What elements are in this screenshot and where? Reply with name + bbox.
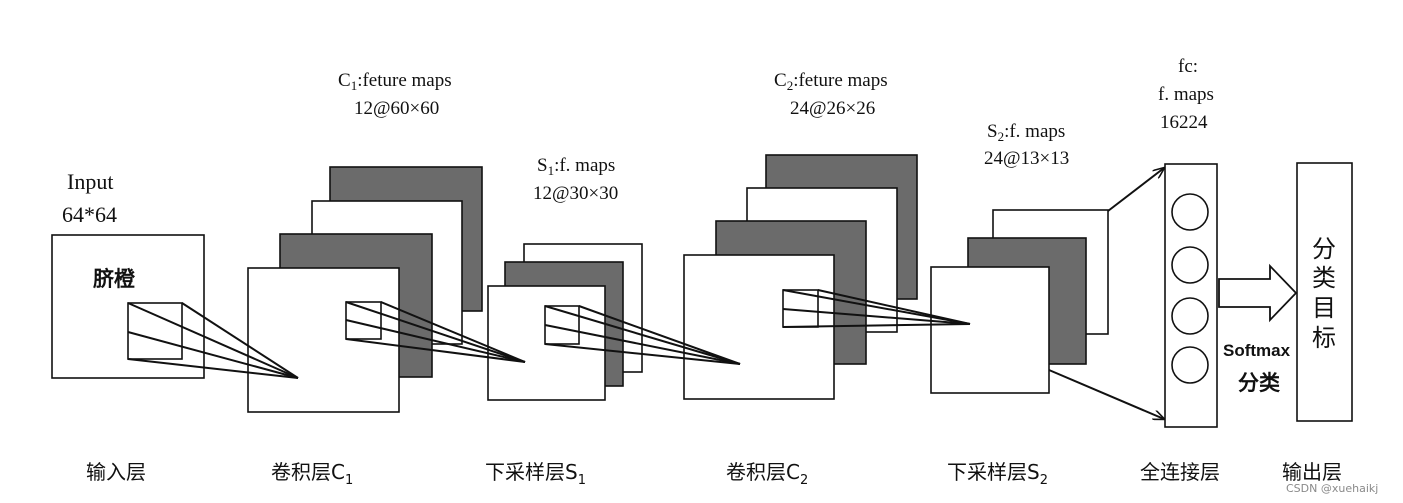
softmax-classify-label: 分类 xyxy=(1238,371,1281,395)
input-receptive-field xyxy=(127,302,183,360)
output-char-3: 目 xyxy=(1312,294,1336,322)
bottom-label-output-layer: 输出层 xyxy=(1282,460,1342,484)
s1-to-c2-projection xyxy=(544,305,741,365)
s2-map-1 xyxy=(930,266,1050,394)
fc-label-line3: 16224 xyxy=(1160,112,1208,133)
softmax-label: Softmax xyxy=(1223,341,1291,360)
output-target-box xyxy=(1296,162,1353,422)
c1-map-1 xyxy=(247,267,400,413)
output-char-2: 类 xyxy=(1312,264,1336,292)
c2-to-s2-projection xyxy=(782,289,971,328)
s1-map-1 xyxy=(487,285,606,401)
s2-to-fc-arrow-top xyxy=(1107,168,1164,212)
output-char-1: 分 xyxy=(1312,235,1336,263)
c2-label: C2:feture maps xyxy=(774,70,888,93)
bottom-label-fc-layer: 全连接层 xyxy=(1140,460,1220,484)
s1-dims: 12@30×30 xyxy=(533,183,618,204)
input-title: Input xyxy=(67,169,113,194)
s2-dims: 24@13×13 xyxy=(984,148,1069,169)
fc-label-line2: f. maps xyxy=(1158,84,1214,105)
fc-label-line1: fc: xyxy=(1178,56,1198,77)
s1-label: S1:f. maps xyxy=(537,155,615,178)
s2-to-fc-arrow-bottom xyxy=(1048,369,1164,419)
s2-label: S2:f. maps xyxy=(987,121,1065,144)
softmax-block-arrow xyxy=(1218,263,1298,323)
c1-label: C1:feture maps xyxy=(338,70,452,93)
c1-to-s1-projection xyxy=(345,301,526,363)
fc-neuron xyxy=(1171,246,1209,284)
fc-neuron xyxy=(1171,193,1209,231)
bottom-label-pool2: 下采样层S2 xyxy=(947,460,1048,488)
c2-dims: 24@26×26 xyxy=(790,98,875,119)
input-size: 64*64 xyxy=(62,202,117,227)
c1-dims: 12@60×60 xyxy=(354,98,439,119)
bottom-label-input-layer: 输入层 xyxy=(86,460,146,484)
bottom-label-pool1: 下采样层S1 xyxy=(485,460,586,488)
input-to-c1-projection xyxy=(127,302,299,379)
fc-neuron xyxy=(1171,346,1209,384)
input-object-label: 脐橙 xyxy=(93,267,136,291)
watermark: CSDN @xuehaikj xyxy=(1286,482,1378,495)
bottom-label-conv1: 卷积层C1 xyxy=(271,460,353,488)
bottom-label-conv2: 卷积层C2 xyxy=(726,460,808,488)
output-char-4: 标 xyxy=(1312,324,1336,352)
fc-neuron xyxy=(1171,297,1209,335)
